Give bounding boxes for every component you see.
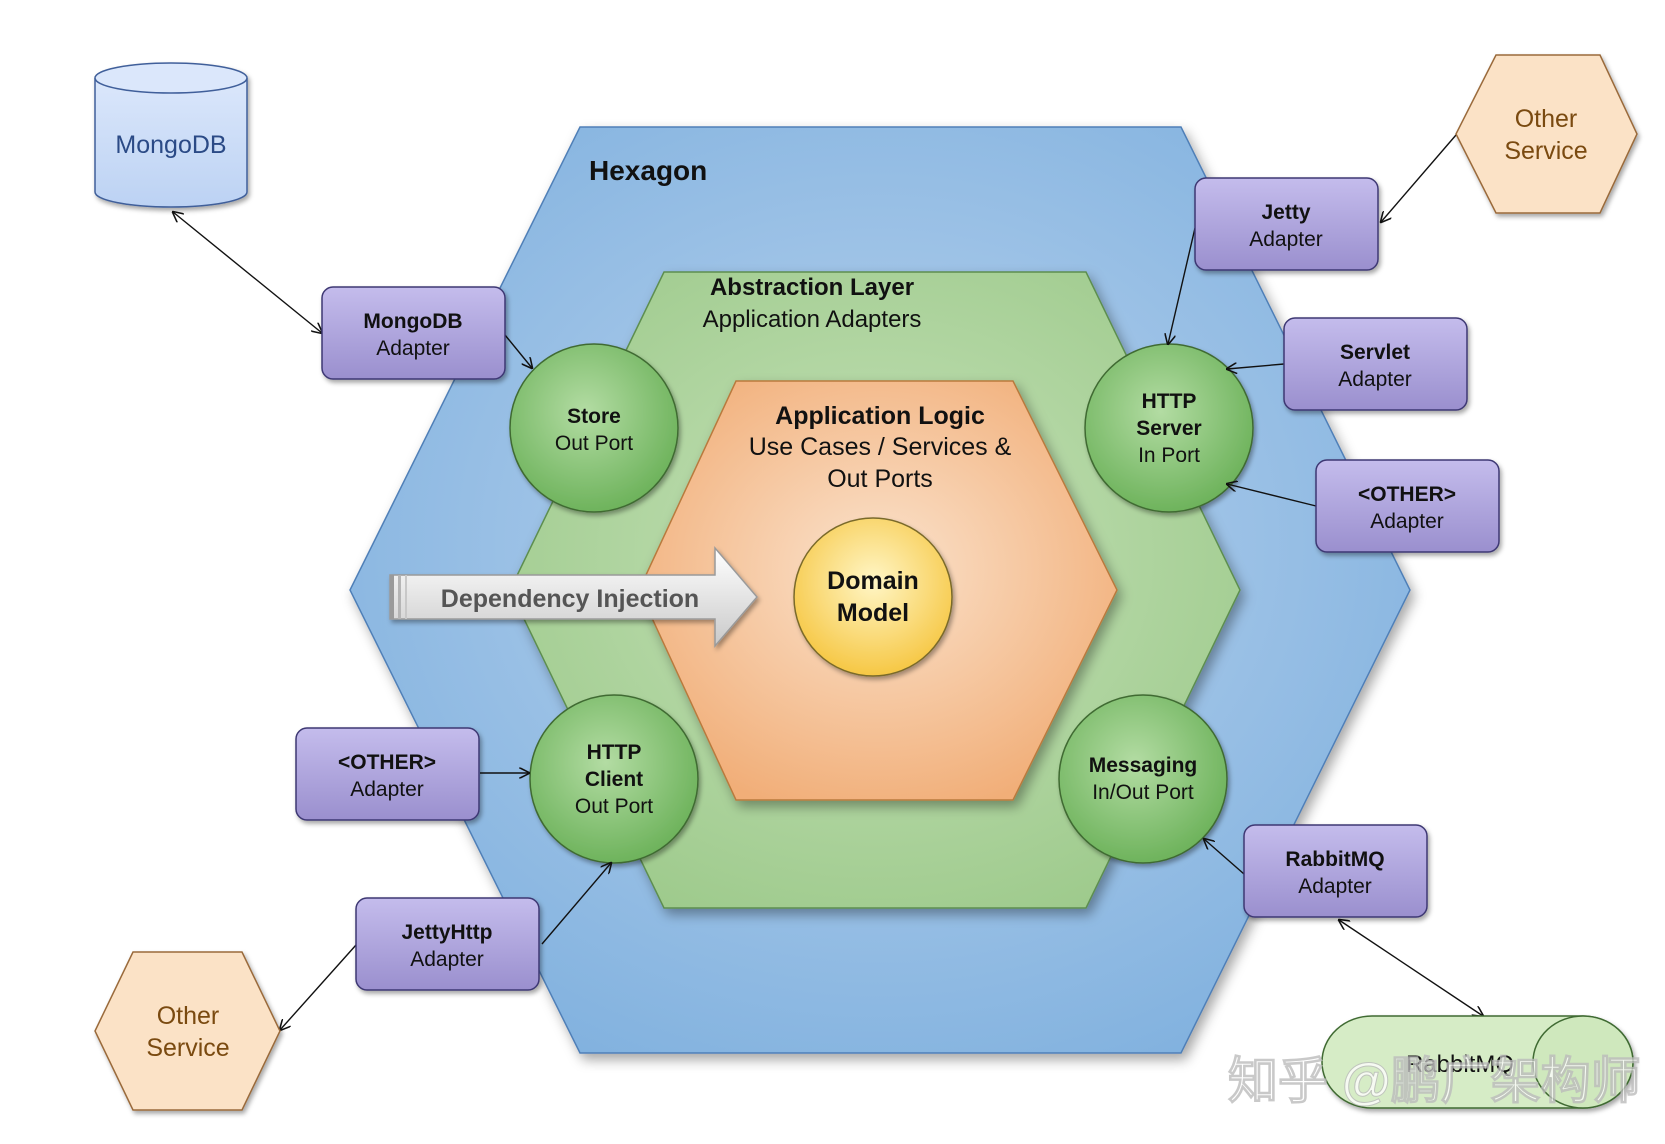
domain-model-line1: Domain bbox=[827, 567, 919, 595]
hexagon-title: Hexagon bbox=[589, 155, 707, 186]
dependency-injection-label: Dependency Injection bbox=[441, 585, 699, 613]
mongodb-adapter-to-store-arrow bbox=[504, 334, 532, 368]
jetty-to-http-server-arrow bbox=[1168, 227, 1196, 344]
http-server-port-line3: In Port bbox=[1138, 444, 1200, 467]
mongodb-db-to-adapter-arrow bbox=[173, 212, 322, 333]
rabbitmq-adapter-to-messaging-arrow bbox=[1204, 839, 1245, 875]
application-logic-line1: Use Cases / Services & bbox=[749, 433, 1012, 461]
mongodb-database bbox=[94, 62, 248, 208]
http-client-port-line3: Out Port bbox=[575, 795, 653, 818]
other-adapter-right: <OTHER> Adapter bbox=[1315, 459, 1500, 553]
mongodb-database-label: MongoDB bbox=[115, 131, 226, 159]
other-adapter-right-line1: <OTHER> bbox=[1358, 483, 1456, 506]
other-service-to-jetty-arrow bbox=[1381, 134, 1457, 222]
messaging-port-line2: In/Out Port bbox=[1092, 781, 1194, 804]
servlet-adapter-line1: Servlet bbox=[1340, 341, 1410, 364]
store-out-port: Store Out Port bbox=[509, 343, 679, 513]
messaging-in-out-port: Messaging In/Out Port bbox=[1058, 694, 1228, 864]
other-service-bottom-line2: Service bbox=[146, 1034, 229, 1062]
messaging-port-line1: Messaging bbox=[1089, 754, 1198, 777]
jetty-adapter-line2: Adapter bbox=[1249, 228, 1323, 251]
domain-model-circle bbox=[793, 517, 953, 677]
http-client-port-line1: HTTP bbox=[587, 741, 642, 764]
abstraction-layer-subtitle: Application Adapters bbox=[703, 306, 922, 333]
http-client-port-line2: Client bbox=[585, 768, 643, 791]
mongodb-adapter-line1: MongoDB bbox=[363, 310, 462, 333]
rabbitmq-adapter: RabbitMQ Adapter bbox=[1243, 824, 1428, 918]
other-service-top-line1: Other bbox=[1515, 105, 1578, 133]
mongodb-adapter-line2: Adapter bbox=[376, 337, 450, 360]
http-server-in-port: HTTP Server In Port bbox=[1084, 343, 1254, 513]
abstraction-layer-title: Abstraction Layer bbox=[710, 274, 914, 301]
other-service-top: Other Service bbox=[1455, 54, 1638, 214]
jettyhttp-adapter-line2: Adapter bbox=[410, 948, 484, 971]
application-logic-title: Application Logic bbox=[775, 402, 985, 430]
rabbitmq-adapter-line1: RabbitMQ bbox=[1285, 848, 1384, 871]
other-service-bottom-line1: Other bbox=[157, 1002, 220, 1030]
other-service-top-line2: Service bbox=[1504, 137, 1587, 165]
servlet-adapter: Servlet Adapter bbox=[1283, 317, 1468, 411]
jettyhttp-adapter: JettyHttp Adapter bbox=[355, 897, 540, 991]
other-adapter-left: <OTHER> Adapter bbox=[295, 727, 480, 821]
jettyhttp-to-other-service-arrow bbox=[280, 944, 357, 1030]
jetty-adapter: Jetty Adapter bbox=[1194, 177, 1379, 271]
store-port-line1: Store bbox=[567, 405, 621, 428]
mongodb-adapter: MongoDB Adapter bbox=[321, 286, 506, 380]
domain-model-line2: Model bbox=[837, 599, 909, 627]
jettyhttp-to-http-client-arrow bbox=[541, 863, 611, 945]
rabbitmq-adapter-to-queue-arrow bbox=[1339, 920, 1483, 1016]
http-server-port-line2: Server bbox=[1136, 417, 1201, 440]
other-adapter-right-line2: Adapter bbox=[1370, 510, 1444, 533]
watermark: 知乎 @鹏广架构师 bbox=[1228, 1053, 1641, 1109]
rabbitmq-queue bbox=[1321, 1015, 1634, 1109]
http-client-out-port: HTTP Client Out Port bbox=[529, 694, 699, 864]
servlet-adapter-line2: Adapter bbox=[1338, 368, 1412, 391]
application-logic-line2: Out Ports bbox=[827, 465, 933, 493]
other-service-bottom: Other Service bbox=[94, 951, 281, 1111]
other-right-to-http-server-arrow bbox=[1227, 484, 1317, 507]
connectors bbox=[173, 134, 1483, 1030]
dependency-injection-arrow bbox=[389, 545, 758, 649]
rabbitmq-adapter-line2: Adapter bbox=[1298, 875, 1372, 898]
jettyhttp-adapter-line1: JettyHttp bbox=[401, 921, 492, 944]
other-adapter-left-line1: <OTHER> bbox=[338, 751, 436, 774]
jetty-adapter-line1: Jetty bbox=[1261, 201, 1310, 224]
rabbitmq-queue-label: RabbitMQ bbox=[1406, 1051, 1514, 1078]
other-adapter-left-line2: Adapter bbox=[350, 778, 424, 801]
servlet-to-http-server-arrow bbox=[1227, 364, 1285, 369]
store-port-line2: Out Port bbox=[555, 432, 633, 455]
http-server-port-line1: HTTP bbox=[1142, 390, 1197, 413]
